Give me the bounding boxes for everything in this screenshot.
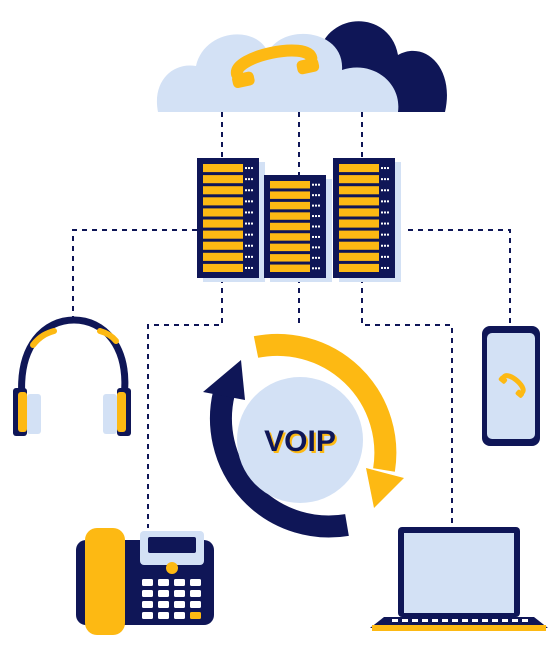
phone-handset-icon: [230, 44, 320, 88]
server-rack-icon: [197, 158, 401, 282]
laptop-keyboard: [392, 619, 528, 622]
connector-server-laptop: [361, 278, 453, 528]
center-label: VOIP: [264, 425, 336, 458]
center-label-shadow: VOIP: [266, 427, 338, 460]
headphones-icon: [13, 316, 131, 436]
server-unit: [333, 158, 401, 282]
connector-server-deskphone: [147, 278, 223, 528]
connector-lines: [72, 112, 511, 528]
laptop-icon: [370, 527, 548, 631]
refresh-arrows-icon: VOIP VOIP: [203, 333, 404, 538]
server-unit: [197, 158, 265, 282]
desk-phone-icon: [76, 528, 214, 635]
cloud-icon: [156, 21, 447, 112]
connector-server-headphones: [72, 229, 197, 318]
phone-handset-icon: [498, 373, 526, 398]
smartphone-icon: [482, 326, 540, 446]
center-circle: [237, 377, 363, 503]
keypad: [142, 579, 201, 619]
connector-server-smartphone: [408, 229, 511, 326]
server-unit: [264, 175, 332, 282]
